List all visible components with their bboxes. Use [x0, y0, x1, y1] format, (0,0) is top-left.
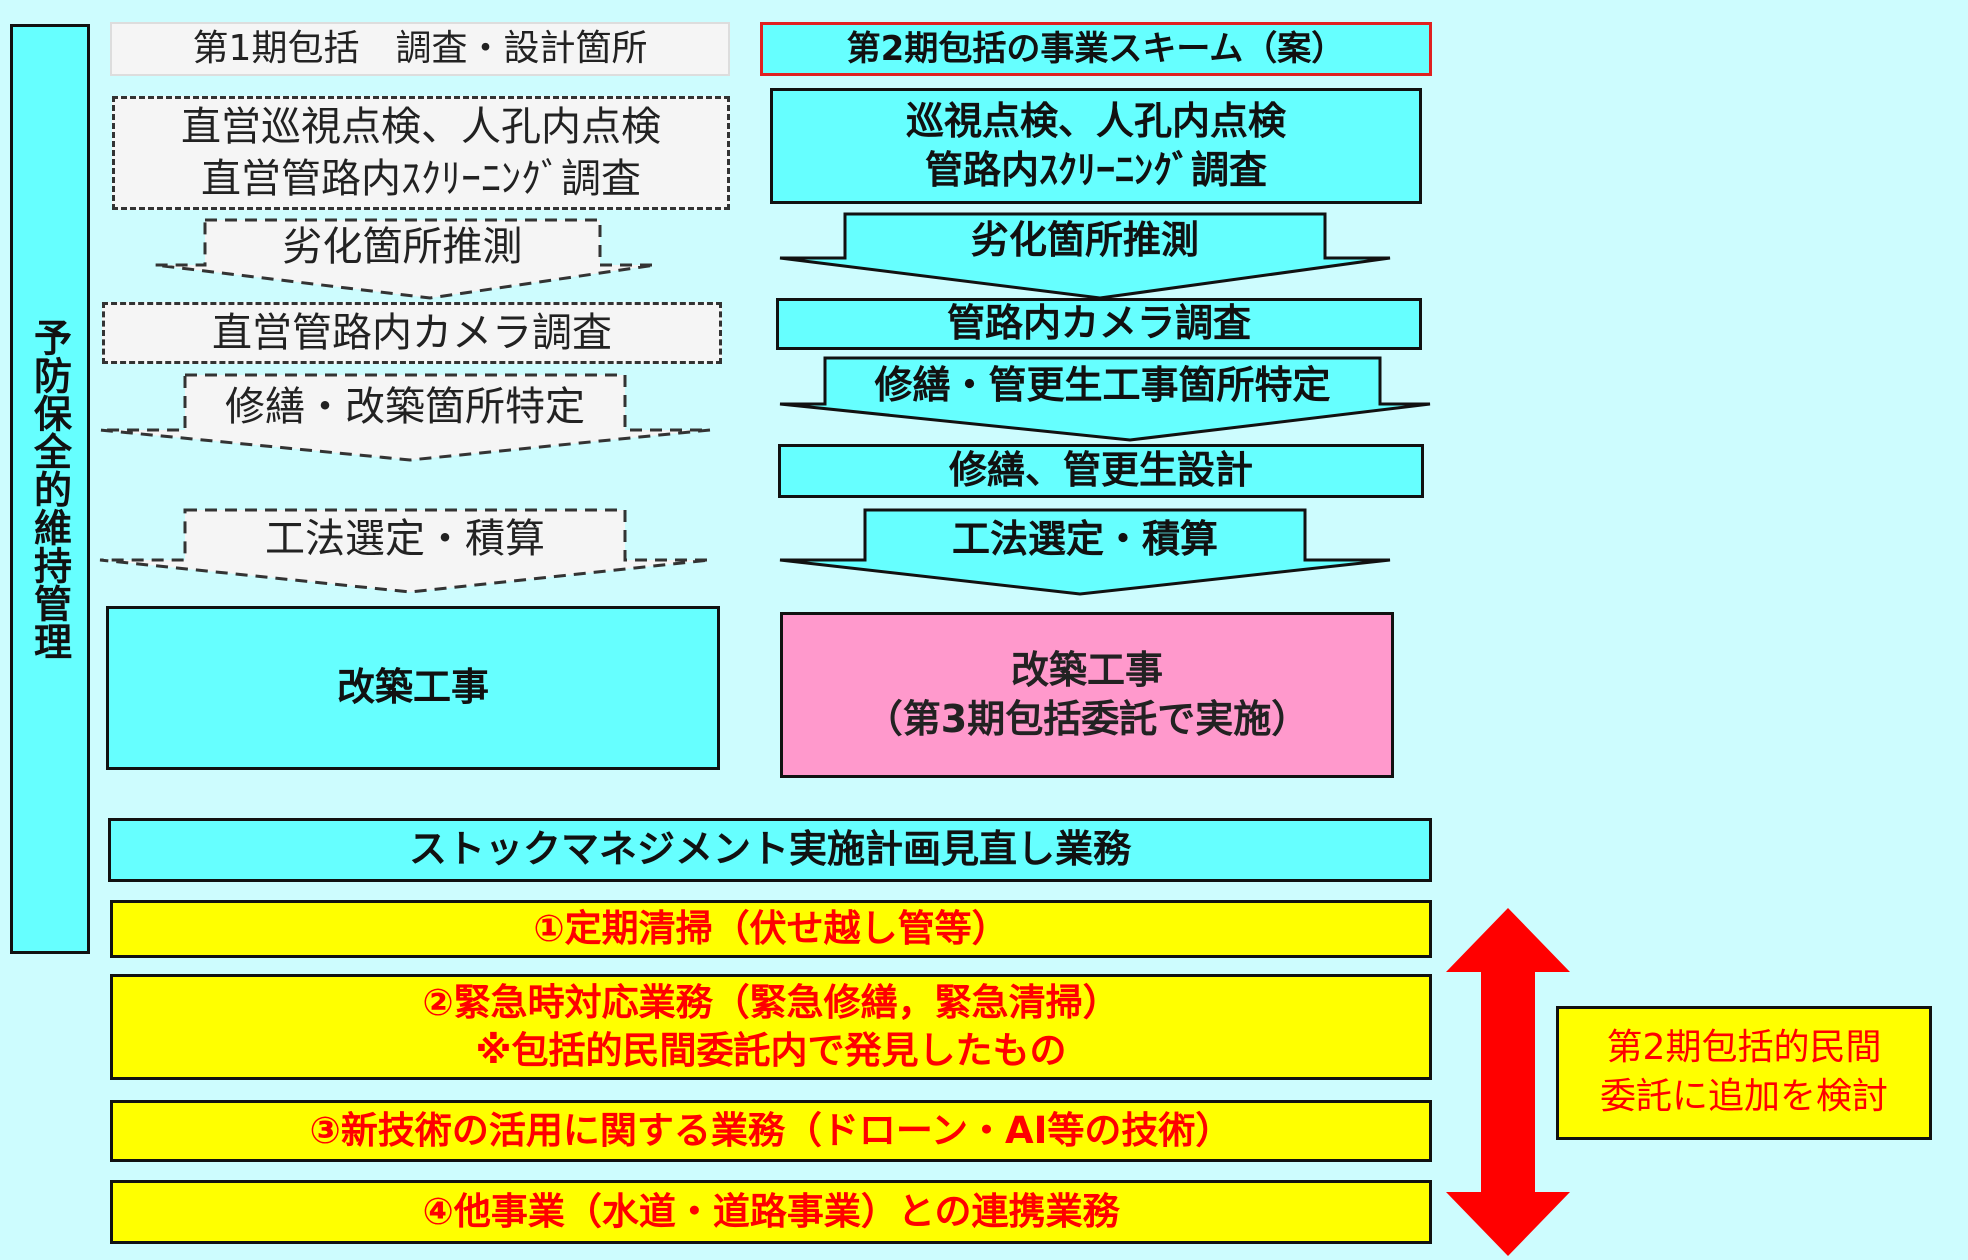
right-arrow-3-label: 工法選定・積算 — [951, 516, 1218, 561]
left-arrow-2 — [99, 373, 711, 462]
left-header: 第1期包括 調査・設計箇所 — [110, 22, 730, 76]
note-box: 第2期包括的民間 委託に追加を検討 — [1556, 1006, 1932, 1140]
right-construction: 改築工事 （第3期包括委託で実施） — [780, 612, 1394, 778]
left-arrow-1 — [154, 218, 656, 300]
left-step-camera: 直営管路内カメラ調査 — [102, 302, 722, 364]
right-step-design: 修繕、管更生設計 — [778, 444, 1424, 498]
right-step-inspection-line1: 巡視点検、人孔内点検 — [905, 98, 1286, 143]
red-double-arrow — [1446, 908, 1570, 1256]
side-title-box: 予防保全的維持管理 — [10, 24, 90, 954]
right-arrow-3 — [779, 508, 1391, 596]
added-task-2-line1: ②緊急時対応業務（緊急修繕，緊急清掃） — [422, 980, 1120, 1024]
right-construction-line1: 改築工事 — [1010, 647, 1163, 692]
left-step-inspection: 直営巡視点検、人孔内点検 直営管路内ｽｸﾘｰﾆﾝｸﾞ調査 — [112, 96, 730, 210]
right-arrow-1-label: 劣化箇所推測 — [970, 217, 1199, 262]
right-step-inspection-line2: 管路内ｽｸﾘｰﾆﾝｸﾞ調査 — [924, 148, 1267, 192]
right-construction-line2: （第3期包括委託で実施） — [864, 697, 1310, 741]
added-task-4: ④他事業（水道・道路事業）との連携業務 — [110, 1180, 1432, 1244]
right-arrow-2-label: 修繕・管更生工事箇所特定 — [874, 362, 1331, 407]
added-task-1: ①定期清掃（伏せ越し管等） — [110, 900, 1432, 958]
left-step-inspection-line1: 直営巡視点検、人孔内点検 — [181, 104, 661, 150]
right-step-inspection: 巡視点検、人孔内点検 管路内ｽｸﾘｰﾆﾝｸﾞ調査 — [770, 88, 1422, 204]
left-arrow-1-label: 劣化箇所推測 — [282, 223, 523, 270]
left-construction: 改築工事 — [106, 606, 720, 770]
left-arrow-2-label: 修繕・改築箇所特定 — [225, 383, 585, 430]
left-arrow-3-label: 工法選定・積算 — [265, 516, 545, 562]
right-arrow-1 — [779, 212, 1391, 300]
stock-management-bar: ストックマネジメント実施計画見直し業務 — [108, 818, 1432, 882]
note-line2: 委託に追加を検討 — [1599, 1076, 1888, 1117]
side-title: 予防保全的維持管理 — [27, 318, 72, 660]
right-arrow-2 — [779, 356, 1431, 442]
added-task-2: ②緊急時対応業務（緊急修繕，緊急清掃） ※包括的民間委託内で発見したもの — [110, 974, 1432, 1080]
added-task-3: ③新技術の活用に関する業務（ドローン・AI等の技術） — [110, 1100, 1432, 1162]
added-task-2-line2: ※包括的民間委託内で発見したもの — [475, 1029, 1067, 1072]
right-header: 第2期包括の事業スキーム（案） — [760, 22, 1432, 76]
left-step-inspection-line2: 直営管路内ｽｸﾘｰﾆﾝｸﾞ調査 — [201, 156, 641, 202]
note-line1: 第2期包括的民間 — [1606, 1027, 1882, 1069]
left-arrow-3 — [99, 508, 711, 594]
right-step-camera: 管路内カメラ調査 — [776, 298, 1422, 350]
